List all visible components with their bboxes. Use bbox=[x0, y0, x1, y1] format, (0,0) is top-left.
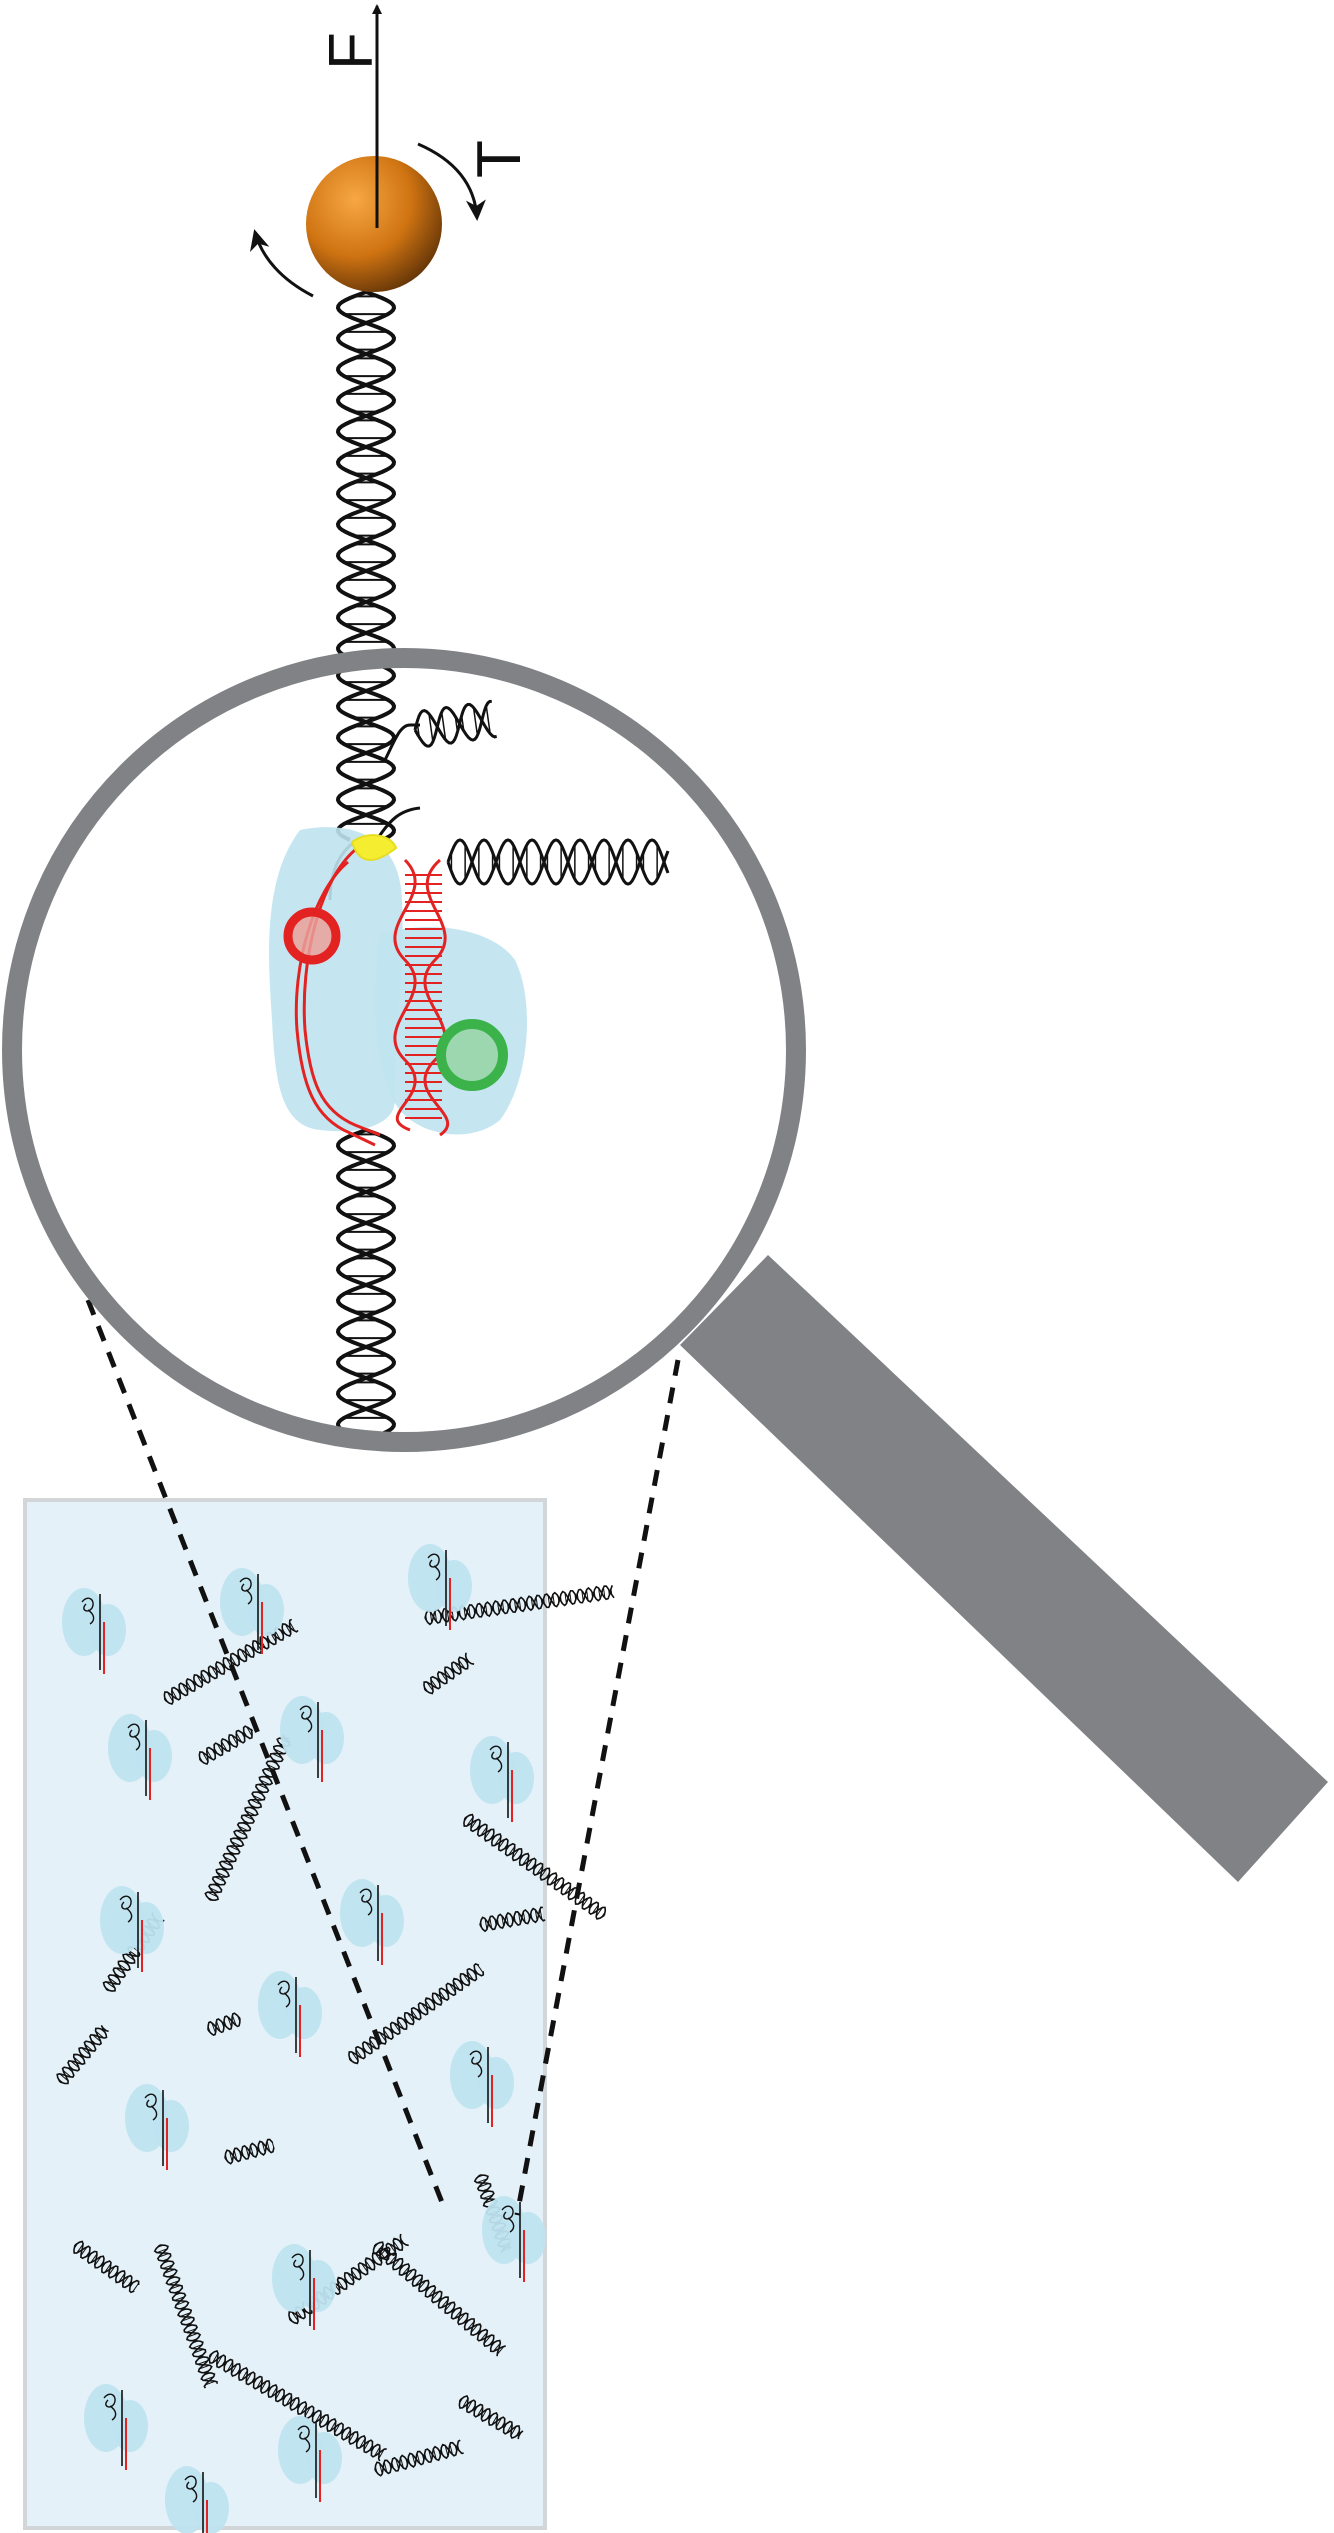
inset-protein-complex bbox=[450, 2041, 514, 2127]
inset-protein-complex bbox=[100, 1886, 164, 1972]
rna-base-pairs bbox=[405, 874, 442, 1119]
green-fluorophore-marker bbox=[436, 1019, 508, 1091]
magnifier-lens-ring bbox=[2, 648, 806, 1452]
zoom-line-right bbox=[514, 1359, 681, 2216]
inset-protein-complex bbox=[482, 2196, 546, 2282]
inset-dna-fragment bbox=[208, 2349, 387, 2462]
zoom-line-left bbox=[85, 1299, 448, 2211]
inset-protein-complex bbox=[108, 1714, 172, 1800]
inset-dna-fragment bbox=[374, 2439, 464, 2477]
yellow-marker bbox=[350, 834, 398, 861]
dna-tether-upper bbox=[335, 290, 397, 664]
inset-dna-fragment bbox=[463, 1813, 607, 1920]
magnified-view bbox=[16, 662, 792, 1438]
inset-protein-complex bbox=[84, 2384, 148, 2470]
protein-large-subunit bbox=[269, 827, 403, 1132]
inset-dna-fragment bbox=[153, 2244, 219, 2389]
inset-dna-fragment bbox=[458, 2394, 524, 2440]
dna-tether-magnified bbox=[328, 662, 421, 1438]
rotation-arrow-icon bbox=[417, 142, 486, 221]
rotation-arrow-icon-left bbox=[250, 229, 314, 298]
inset-dna-fragment bbox=[204, 1734, 291, 1901]
inset-protein-complex bbox=[340, 1879, 404, 1965]
crowded-solution-inset bbox=[23, 1498, 615, 2533]
inset-protein-complex bbox=[408, 1544, 472, 1630]
inset-protein-complex bbox=[165, 2466, 229, 2533]
magnifier-handle bbox=[680, 1255, 1328, 1882]
red-fluorophore-marker bbox=[283, 907, 341, 965]
inset-protein-complex bbox=[258, 1971, 322, 2057]
inset-dna-fragment bbox=[73, 2240, 140, 2294]
dna-helix-branch-short bbox=[413, 699, 498, 748]
inset-dna-fragment bbox=[56, 2024, 109, 2085]
inset-dna-fragment bbox=[423, 1652, 475, 1695]
dna-side-branch-short bbox=[413, 699, 498, 748]
force-label: F bbox=[317, 32, 386, 70]
dna-helix-lens-top bbox=[335, 662, 397, 842]
magnetic-bead-icon bbox=[306, 156, 442, 292]
inset-dna-fragment bbox=[372, 2241, 506, 2357]
inset-protein-complexes bbox=[62, 1544, 546, 2533]
dna-side-branch-long bbox=[446, 838, 670, 886]
inset-protein-complex bbox=[470, 1736, 534, 1822]
dna-helix-lens-bottom bbox=[335, 1128, 397, 1438]
rna-strands bbox=[294, 848, 449, 1147]
inset-protein-complex bbox=[220, 1568, 284, 1654]
inset-dna-fragment bbox=[479, 1906, 546, 1933]
dna-helix-branch-long bbox=[446, 838, 670, 886]
inset-protein-complex bbox=[278, 2416, 342, 2502]
inset-dna-fragment bbox=[348, 1962, 485, 2065]
inset-protein-complex bbox=[272, 2244, 336, 2330]
inset-dna-fragment bbox=[207, 2012, 241, 2037]
torque-label: T bbox=[465, 140, 534, 178]
inset-dna-fragment bbox=[198, 1725, 254, 1766]
inset-dna-fragment bbox=[224, 2138, 275, 2165]
dna-helix-upper bbox=[335, 290, 397, 664]
zoom-lines bbox=[85, 1299, 681, 2216]
inset-protein-complex bbox=[125, 2084, 189, 2170]
inset-protein-complex bbox=[280, 1696, 344, 1782]
inset-protein-complex bbox=[62, 1588, 126, 1674]
